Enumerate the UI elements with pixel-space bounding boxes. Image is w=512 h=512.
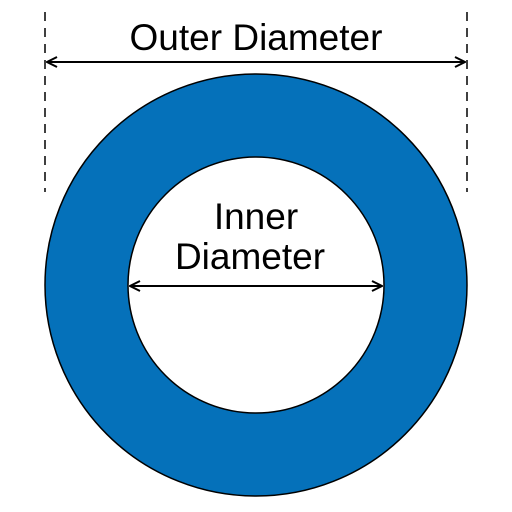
inner-diameter-label-line1: Inner xyxy=(214,196,298,237)
outer-diameter-label: Outer Diameter xyxy=(130,17,383,58)
ring-shape xyxy=(44,73,468,497)
inner-diameter-label-line2: Diameter xyxy=(175,236,325,277)
